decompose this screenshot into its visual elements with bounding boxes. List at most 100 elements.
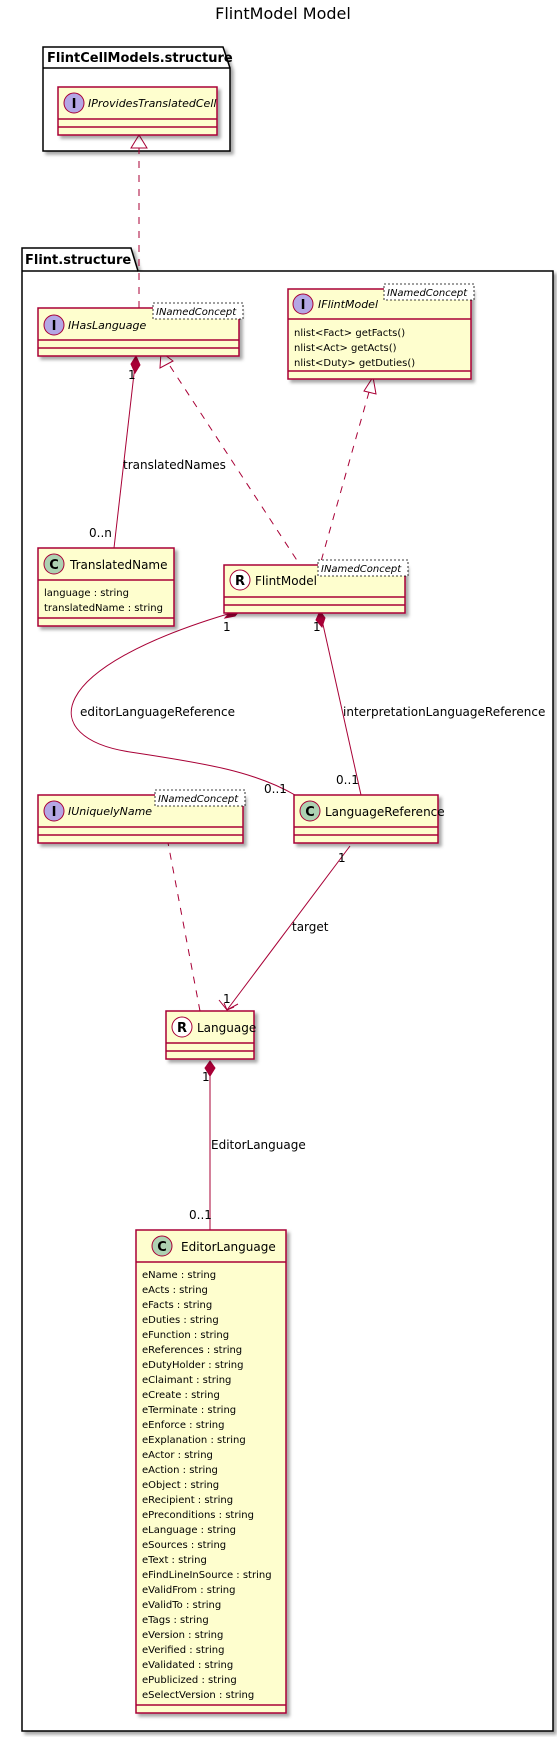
class-member: eVerified : string xyxy=(142,1645,225,1656)
diagram-title: FlintModel Model xyxy=(215,4,351,23)
stereotype-letter: C xyxy=(49,558,59,573)
class-member: eActor : string xyxy=(142,1450,213,1461)
class-stereotype-icon xyxy=(43,553,65,575)
package-name: Flint.structure xyxy=(25,253,131,268)
package-flint-structure: Flint.structure xyxy=(21,247,554,1732)
class-member: eValidTo : string xyxy=(142,1600,221,1611)
class-member: eClaimant : string xyxy=(142,1375,231,1386)
multiplicity: 0..1 xyxy=(336,773,359,787)
generic-parameter: INamedConcept xyxy=(387,288,468,299)
class-member: eEnforce : string xyxy=(142,1420,224,1431)
relation-label: editorLanguageReference xyxy=(80,705,235,719)
class-member: eFacts : string xyxy=(142,1300,212,1311)
class-member: eDuties : string xyxy=(142,1315,219,1326)
class-member: language : string xyxy=(44,588,129,599)
class-name: TranslatedName xyxy=(69,558,168,572)
multiplicity: 1 xyxy=(223,992,231,1006)
stereotype-letter: R xyxy=(177,1021,187,1036)
class-member: nlist<Fact> getFacts() xyxy=(294,328,405,339)
stereotype-letter: R xyxy=(235,574,245,589)
class-member: eTags : string xyxy=(142,1615,209,1626)
relation-label: interpretationLanguageReference xyxy=(343,705,545,719)
class-member: eSources : string xyxy=(142,1540,226,1551)
class-member: eDutyHolder : string xyxy=(142,1360,244,1371)
class-member: ePreconditions : string xyxy=(142,1510,254,1521)
stereotype-letter: I xyxy=(301,298,306,313)
class-member: eText : string xyxy=(142,1555,207,1566)
generic-parameter: INamedConcept xyxy=(321,564,402,575)
navigable-arrowhead xyxy=(218,999,239,1011)
class-member: eValidFrom : string xyxy=(142,1585,235,1596)
class-member: eTerminate : string xyxy=(142,1405,236,1416)
class-member-list: eName : string eActs : string eFacts : str… xyxy=(142,1270,272,1701)
class-name: IUniquelyName xyxy=(68,805,152,818)
multiplicity: 0..n xyxy=(89,526,112,540)
relation-labels: translatedNames 1 0..n editorLanguageRef… xyxy=(80,368,545,1222)
multiplicity: 1 xyxy=(338,851,346,865)
class-member: eObject : string xyxy=(142,1480,219,1491)
class-member: eFindLineInSource : string xyxy=(142,1570,272,1581)
generic-parameter: INamedConcept xyxy=(156,307,237,318)
relation-label: target xyxy=(292,920,329,934)
class-member: eFunction : string xyxy=(142,1330,229,1341)
class-name: IProvidesTranslatedCell xyxy=(88,97,216,110)
class-member: eLanguage : string xyxy=(142,1525,236,1536)
class-name: IFlintModel xyxy=(318,298,378,311)
generic-parameter: INamedConcept xyxy=(158,794,239,805)
class-ihaslanguage: I IHasLanguage INamedConcept xyxy=(37,302,244,357)
class-translatedname: C TranslatedName language : string trans… xyxy=(37,547,175,627)
composition-diamond xyxy=(204,1060,216,1077)
class-stereotype-icon xyxy=(299,800,321,822)
multiplicity: 0..1 xyxy=(189,1208,212,1222)
class-member: eName : string xyxy=(142,1270,216,1281)
class-member: nlist<Act> getActs() xyxy=(294,343,397,354)
stereotype-letter: C xyxy=(157,1240,167,1255)
composition-diamond xyxy=(130,354,141,375)
realization-arrowhead xyxy=(130,134,148,149)
stereotype-letter: I xyxy=(52,319,57,334)
class-member: translatedName : string xyxy=(44,603,163,614)
stereotype-letter: I xyxy=(52,805,57,820)
class-stereotype-icon xyxy=(151,1235,173,1257)
class-member: eActs : string xyxy=(142,1285,208,1296)
interface-stereotype-icon xyxy=(63,92,85,114)
r-stereotype-icon xyxy=(171,1016,193,1038)
class-member: nlist<Duty> getDuties() xyxy=(294,358,415,369)
interface-stereotype-icon xyxy=(43,314,65,336)
relation-label: EditorLanguage xyxy=(211,1138,306,1152)
multiplicity: 1 xyxy=(223,620,231,634)
class-member: eVersion : string xyxy=(142,1630,223,1641)
class-member: eValidated : string xyxy=(142,1660,233,1671)
multiplicity: 1 xyxy=(128,368,136,382)
class-member: eSelectVersion : string xyxy=(142,1690,254,1701)
class-name: LanguageReference xyxy=(325,805,445,819)
class-name: Language xyxy=(197,1021,256,1035)
stereotype-letter: C xyxy=(305,805,315,820)
composition-diamond xyxy=(315,609,326,628)
class-member: eExplanation : string xyxy=(142,1435,246,1446)
class-flintmodel: R FlintModel INamedConcept xyxy=(223,559,409,614)
class-member: eReferences : string xyxy=(142,1345,242,1356)
r-stereotype-icon xyxy=(229,569,251,591)
stereotype-letter: I xyxy=(72,97,77,112)
class-member: eAction : string xyxy=(142,1465,218,1476)
class-language: R Language xyxy=(165,1010,256,1060)
relation-label: translatedNames xyxy=(123,458,226,472)
package-name: FlintCellModels.structure xyxy=(47,51,233,66)
class-iuniquelyname: I IUniquelyName INamedConcept xyxy=(37,789,246,844)
multiplicity: 1 xyxy=(202,1070,210,1084)
realization-arrowhead xyxy=(363,375,377,395)
class-member: eRecipient : string xyxy=(142,1495,233,1506)
class-name: EditorLanguage xyxy=(181,1240,276,1254)
multiplicity: 1 xyxy=(313,620,321,634)
class-iprovidestranslatedcell: I IProvidesTranslatedCell xyxy=(57,86,218,136)
interface-stereotype-icon xyxy=(292,293,314,315)
class-name: IHasLanguage xyxy=(68,319,147,332)
interface-stereotype-icon xyxy=(43,800,65,822)
class-member: eCreate : string xyxy=(142,1390,220,1401)
multiplicity: 0..1 xyxy=(264,782,287,796)
class-name: FlintModel xyxy=(255,574,317,588)
class-iflintmodel: I IFlintModel INamedConcept nlist<Fact> … xyxy=(287,283,475,380)
class-languagereference: C LanguageReference xyxy=(293,794,445,844)
